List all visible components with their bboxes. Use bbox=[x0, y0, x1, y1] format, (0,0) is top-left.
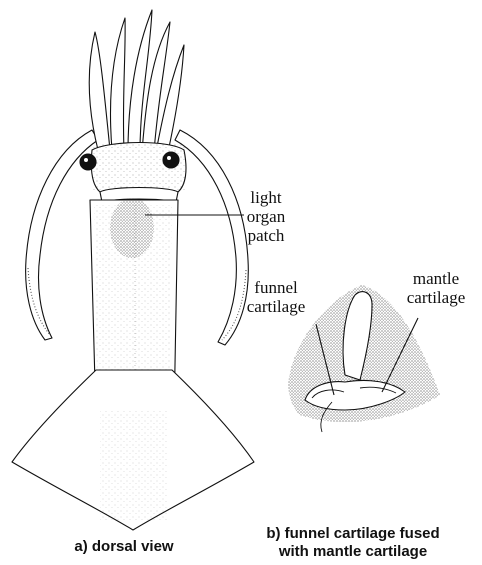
label-light-organ-2: organ bbox=[247, 207, 286, 226]
arm-left-inner bbox=[111, 18, 126, 150]
label-light-organ-1: light bbox=[250, 188, 281, 207]
caption-a: a) dorsal view bbox=[74, 538, 174, 555]
caption-b-2: with mantle cartilage bbox=[278, 543, 427, 560]
label-mantle-1: mantle bbox=[413, 269, 459, 288]
label-funnel-1: funnel bbox=[254, 278, 298, 297]
squid-dorsal-view bbox=[12, 10, 254, 530]
label-funnel-2: cartilage bbox=[247, 297, 306, 316]
label-light-organ-3: patch bbox=[248, 226, 285, 245]
light-organ-patch bbox=[110, 198, 154, 258]
right-eye bbox=[163, 152, 179, 168]
cartilage-detail bbox=[288, 285, 440, 432]
label-mantle-2: cartilage bbox=[407, 288, 466, 307]
left-eye bbox=[80, 154, 96, 170]
caption-b-1: b) funnel cartilage fused bbox=[266, 525, 439, 542]
